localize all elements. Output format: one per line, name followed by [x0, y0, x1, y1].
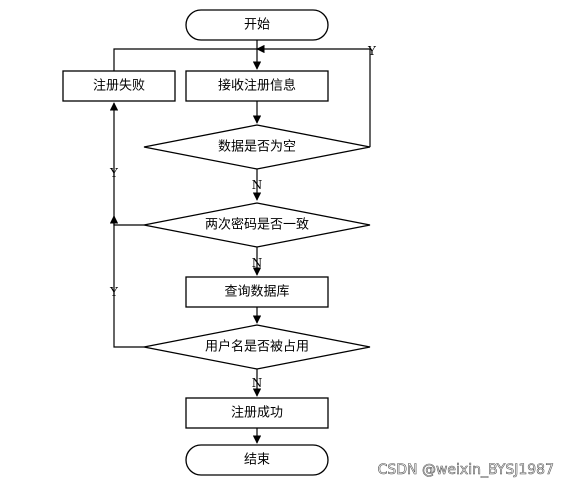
- empty-yes-label: Y: [367, 44, 377, 58]
- query-db-label: 查询数据库: [224, 284, 289, 300]
- password-check-node: 两次密码是否一致: [143, 202, 371, 248]
- start-label: 开始: [244, 18, 270, 33]
- username-no-label: N: [252, 376, 263, 390]
- connector-fail-to-merge: [113, 48, 257, 71]
- end-label: 结束: [244, 453, 270, 468]
- start-node: 开始: [185, 9, 329, 41]
- username-check-label: 用户名是否被占用: [205, 339, 309, 355]
- connector-username-yes: [109, 215, 144, 348]
- watermark-text: CSDN @weixin_BYSJ1987: [378, 462, 554, 478]
- username-check-node: 用户名是否被占用: [143, 324, 371, 370]
- password-yes-label: Y: [109, 166, 119, 180]
- end-node: 结束: [185, 444, 329, 476]
- register-success-node: 注册成功: [185, 397, 329, 429]
- empty-check-node: 数据是否为空: [143, 124, 371, 170]
- register-fail-label: 注册失败: [93, 79, 145, 94]
- password-no-label: N: [252, 256, 263, 270]
- receive-info-label: 接收注册信息: [218, 78, 296, 94]
- register-success-label: 注册成功: [231, 406, 283, 421]
- register-fail-node: 注册失败: [62, 70, 176, 102]
- empty-check-label: 数据是否为空: [218, 140, 296, 155]
- query-db-node: 查询数据库: [185, 276, 329, 308]
- username-yes-label: Y: [109, 285, 119, 299]
- connector-empty-yes-loop: [256, 44, 371, 147]
- receive-info-node: 接收注册信息: [185, 70, 329, 102]
- connector-password-yes: [109, 102, 144, 226]
- empty-no-label: N: [252, 178, 263, 192]
- password-check-label: 两次密码是否一致: [205, 217, 309, 233]
